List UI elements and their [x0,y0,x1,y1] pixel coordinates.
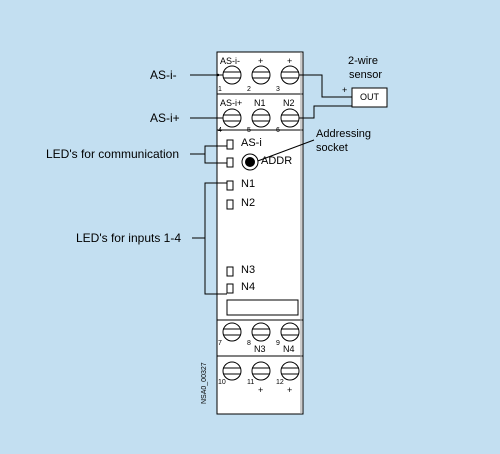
terminal-number-12: 12 [276,379,284,386]
terminal-label-11: + [258,385,264,395]
terminal-label-12: + [287,385,293,395]
terminal-label-1: AS-i- [220,56,240,66]
label-window [226,299,299,316]
led-label-addr: ADDR [261,155,293,167]
terminal-label-5: N1 [254,98,266,108]
terminal-label-2: + [258,56,264,66]
led-label-n1: N1 [241,178,256,190]
terminal-number-1: 1 [218,86,222,93]
screw-terminal-6 [280,108,300,128]
screw-terminal-4 [222,108,242,128]
led-label-n2: N2 [241,197,256,209]
wire-end-as-i-minus [216,73,220,77]
label-addressing-line2: socket [316,142,348,154]
led-n3 [226,266,234,277]
led-n4 [226,283,234,294]
label-as-i-plus: AS-i+ [150,111,180,125]
sensor-out-box [351,87,388,108]
label-as-i-minus: AS-i- [150,68,177,82]
led-addr [226,157,234,168]
terminal-label-6: N2 [283,98,295,108]
terminal-label-9: N4 [283,344,295,354]
screw-terminal-7 [222,322,242,342]
terminal-number-10: 10 [218,379,226,386]
screw-terminal-9 [280,322,300,342]
wire-sensor-plus [290,74,352,98]
label-addressing-line1: Addressing [316,128,372,140]
led-label-n3: N3 [241,264,256,276]
terminal-label-4: AS-i+ [220,98,243,108]
terminal-number-8: 8 [247,340,251,347]
terminal-number-3: 3 [276,86,280,93]
addressing-pointer [254,139,315,163]
wire-sensor-out [290,105,352,119]
terminal-number-4: 4 [218,127,222,134]
label-sensor-line1: 2-wire [348,55,378,67]
addressing-socket-core [245,157,255,167]
screw-terminal-5 [251,108,271,128]
document-code: NSA0_00327 [201,362,208,404]
bracket-comm-lower [204,154,227,164]
terminal-number-11: 11 [247,379,255,386]
terminal-number-6: 6 [276,127,280,134]
led-label-as-i: AS-i [241,137,262,149]
sensor-plus-label: + [342,85,348,95]
terminal-label-8: N3 [254,344,266,354]
screw-terminal-1 [222,65,242,85]
screw-terminal-3 [280,65,300,85]
led-n1 [226,180,234,191]
terminal-number-7: 7 [218,340,222,347]
screw-terminal-11 [251,361,271,381]
led-n2 [226,199,234,210]
label-leds-inputs: LED's for inputs 1-4 [76,231,182,245]
led-label-n4: N4 [241,281,256,293]
terminal-number-5: 5 [247,127,251,134]
screw-terminal-2 [251,65,271,85]
screw-terminal-12 [280,361,300,381]
terminal-label-3: + [287,56,293,66]
screw-terminal-10 [222,361,242,381]
terminal-number-2: 2 [247,86,251,93]
led-as-i [226,139,234,150]
bracket-comm [204,145,227,154]
label-leds-communication: LED's for communication [46,147,180,161]
sensor-out-label: OUT [360,92,379,102]
terminal-number-9: 9 [276,340,280,347]
screw-terminal-8 [251,322,271,342]
label-sensor-line2: sensor [349,69,383,81]
